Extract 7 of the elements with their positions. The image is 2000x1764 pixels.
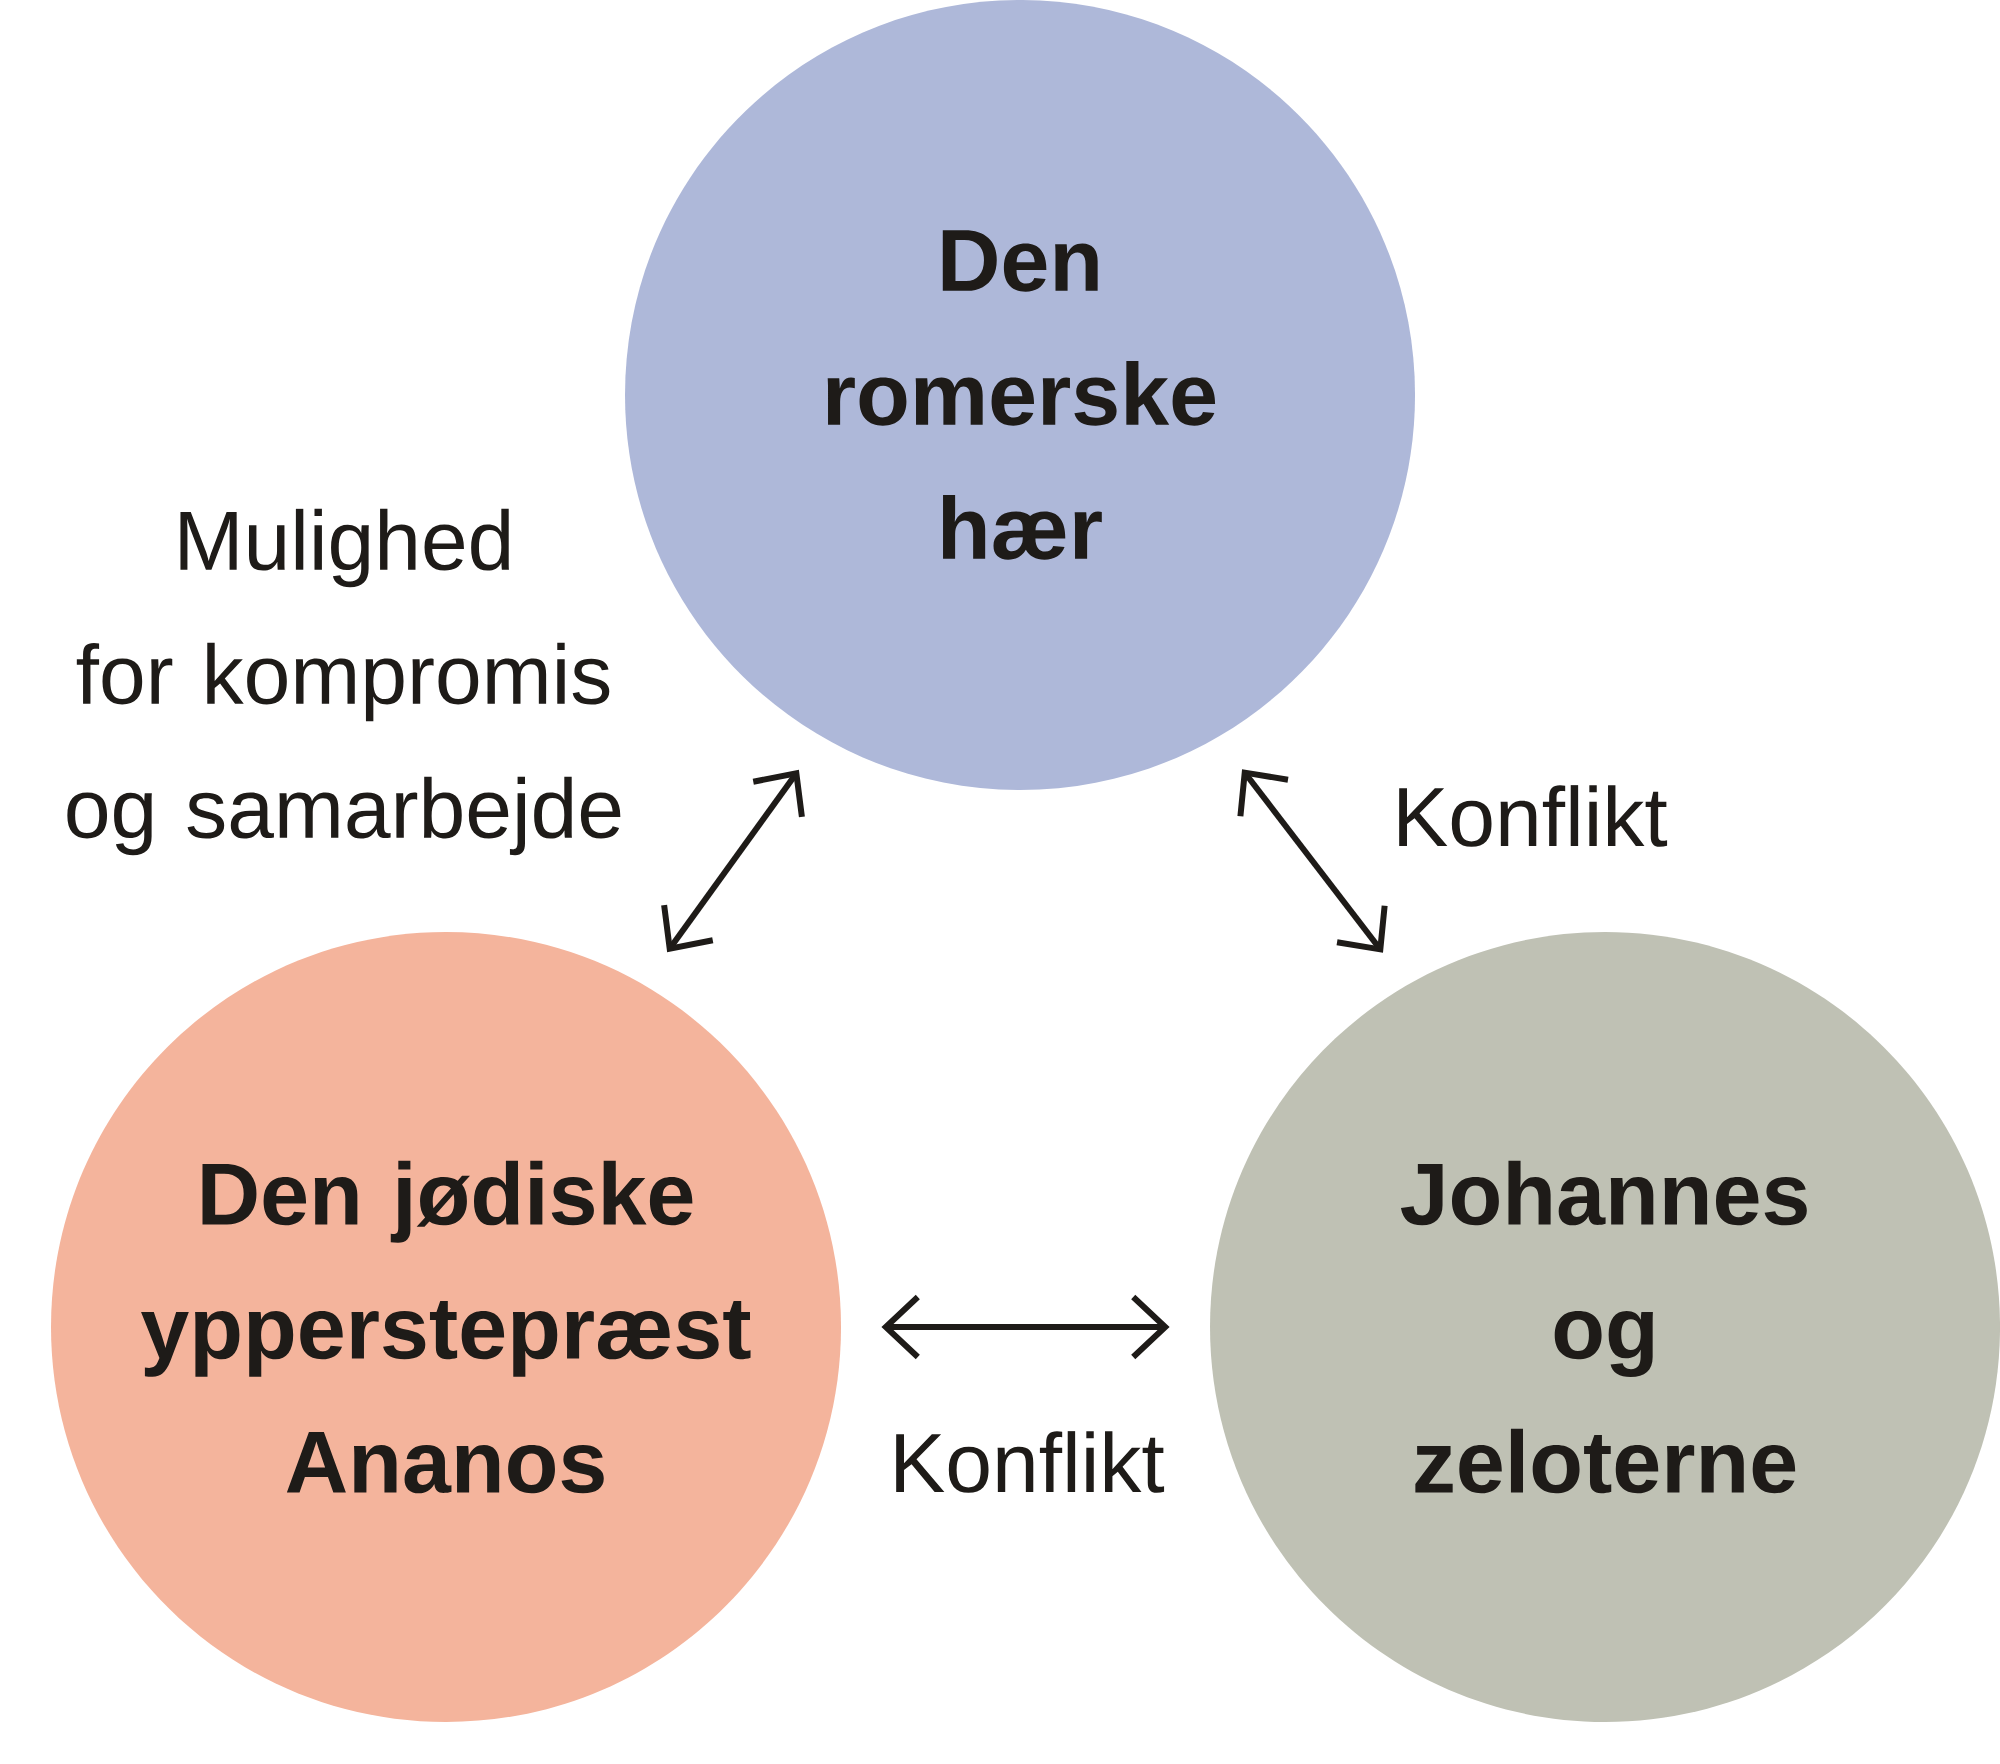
circle-node: Johannes og zeloterne bbox=[1210, 932, 2000, 1722]
double-arrow bbox=[661, 769, 805, 953]
circle-node: Den jødiske ypperstepræst Ananos bbox=[51, 932, 841, 1722]
double-arrow bbox=[881, 1294, 1170, 1360]
edge-label: Konflikt bbox=[896, 1431, 1165, 1493]
edge-label: Mulighed for kompromis og samarbejde bbox=[67, 508, 621, 856]
double-arrow bbox=[1237, 769, 1388, 953]
